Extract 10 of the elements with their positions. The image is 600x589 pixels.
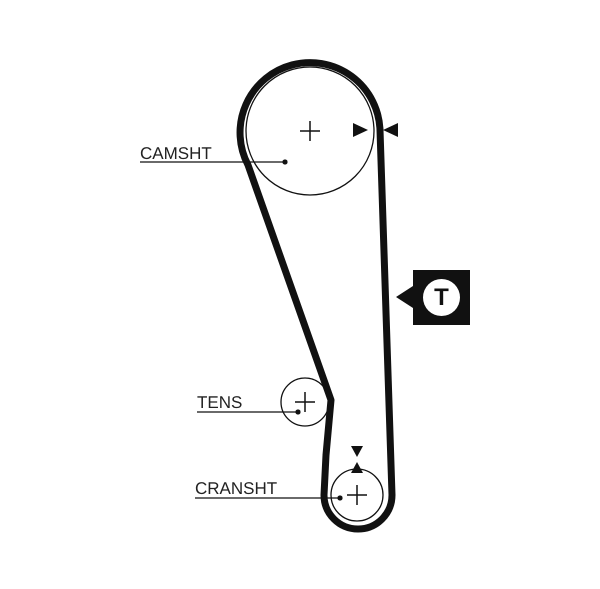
pulley-drawing xyxy=(280,377,330,427)
leader-line xyxy=(195,495,343,501)
leader-line xyxy=(140,159,288,165)
pulley-drawing xyxy=(330,468,384,522)
pulley-drawing xyxy=(245,66,375,196)
part-label: CRANSHT xyxy=(195,479,278,499)
part-label: TENS xyxy=(197,393,242,413)
leader-line xyxy=(197,409,301,415)
part-label: CAMSHT xyxy=(140,144,212,164)
tension-symbol: T xyxy=(423,279,460,316)
